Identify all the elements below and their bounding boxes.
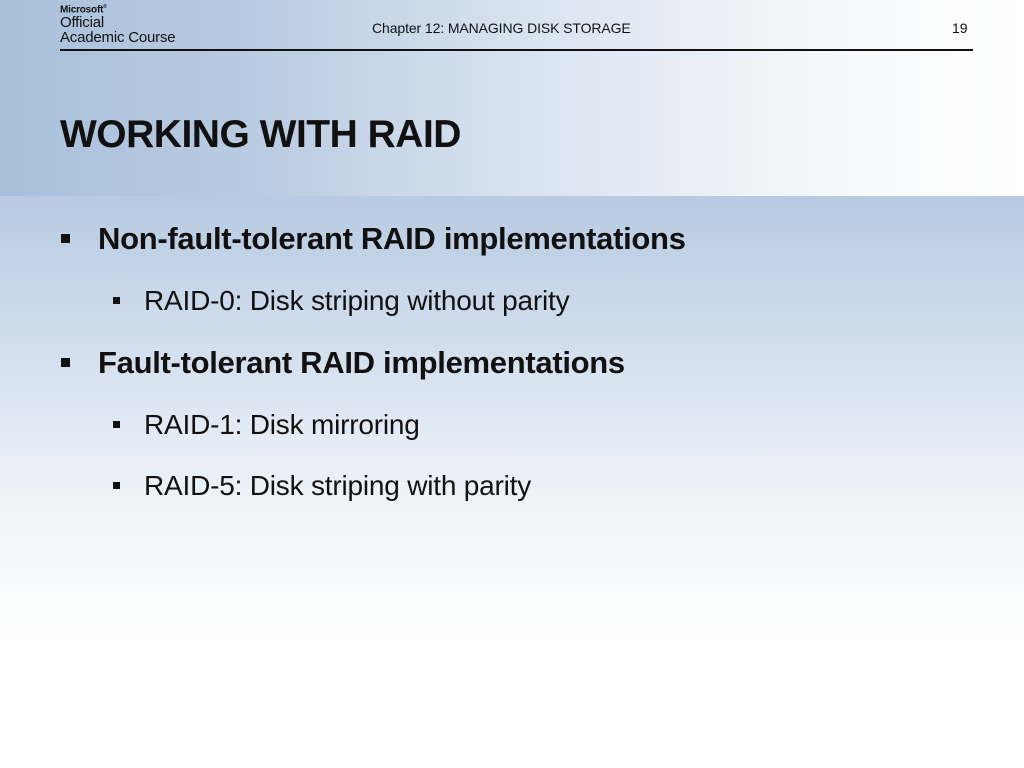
bullet-marker <box>113 421 120 428</box>
chapter-title: Chapter 12: MANAGING DISK STORAGE <box>372 20 631 36</box>
bullet-marker <box>113 297 120 304</box>
bullet-item: Fault-tolerant RAID implementations <box>61 345 625 381</box>
bullet-text: RAID-5: Disk striping with parity <box>144 470 532 501</box>
course-logo: Microsoft® Official Academic Course <box>60 4 176 47</box>
logo-line-2: Academic Course <box>60 29 176 47</box>
bullet-text: RAID-0: Disk striping without parity <box>144 285 570 316</box>
bullet-marker <box>113 482 120 489</box>
bullet-marker <box>61 234 70 243</box>
bullet-marker <box>61 358 70 367</box>
sub-bullet-item: RAID-5: Disk striping with parity <box>113 470 531 502</box>
bullet-text: Non-fault-tolerant RAID implementations <box>98 221 686 256</box>
bullet-text: RAID-1: Disk mirroring <box>144 409 420 440</box>
sub-bullet-item: RAID-0: Disk striping without parity <box>113 285 570 317</box>
bullet-text: Fault-tolerant RAID implementations <box>98 345 625 380</box>
slide-title: WORKING WITH RAID <box>60 113 461 156</box>
page-number: 19 <box>952 20 968 36</box>
logo-line-1: Official <box>60 14 104 32</box>
logo-brand: Microsoft <box>60 4 104 16</box>
bullet-item: Non-fault-tolerant RAID implementations <box>61 221 686 257</box>
header-divider <box>60 49 973 51</box>
title-band <box>0 0 1024 196</box>
sub-bullet-item: RAID-1: Disk mirroring <box>113 409 420 441</box>
